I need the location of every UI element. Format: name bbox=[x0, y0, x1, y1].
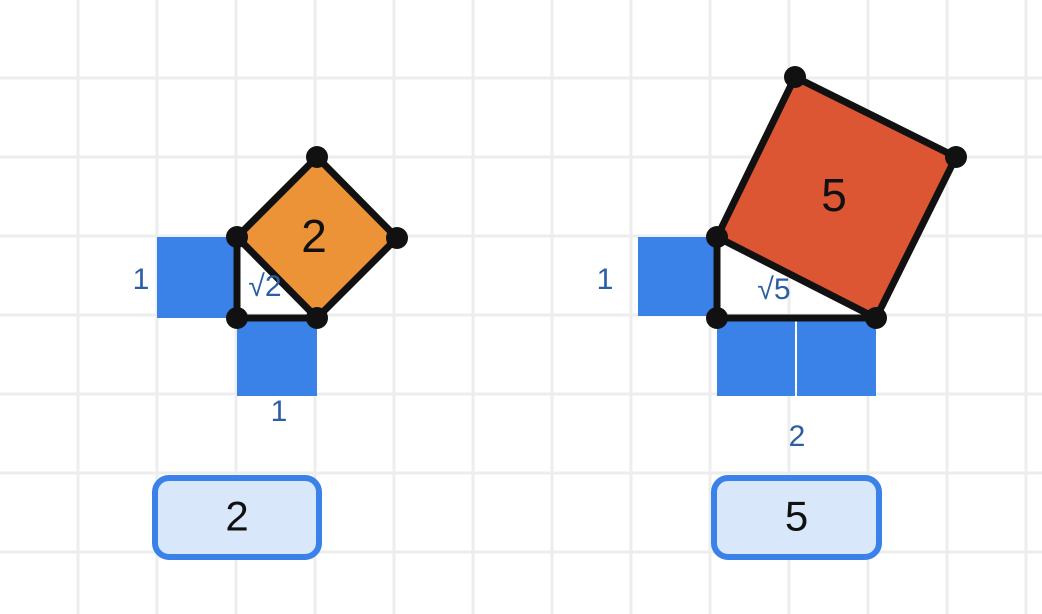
vertex-dot[interactable] bbox=[226, 226, 248, 248]
left-answer-box[interactable]: 2 bbox=[152, 475, 322, 560]
vertex-dot[interactable] bbox=[386, 227, 408, 249]
right-answer-box[interactable]: 5 bbox=[711, 475, 882, 560]
vertex-dot[interactable] bbox=[306, 307, 328, 329]
vertex-dot[interactable] bbox=[784, 66, 806, 88]
vertex-dot[interactable] bbox=[226, 307, 248, 329]
vertex-dot[interactable] bbox=[865, 307, 887, 329]
vertex-dot[interactable] bbox=[706, 307, 728, 329]
left-answer-box-frame[interactable] bbox=[152, 475, 322, 560]
vertex-dot[interactable] bbox=[306, 146, 328, 168]
right-vertical-unit-square[interactable] bbox=[638, 237, 717, 316]
vertex-dot[interactable] bbox=[945, 146, 967, 168]
left-answer-box-value: 2 bbox=[225, 493, 248, 540]
right-answer-box-value: 5 bbox=[785, 493, 808, 540]
left-horizontal-unit-square[interactable] bbox=[237, 318, 317, 396]
vertex-dot[interactable] bbox=[706, 226, 728, 248]
right-horizontal-unit-square-2[interactable] bbox=[797, 318, 876, 396]
right-answer-box-frame[interactable] bbox=[711, 475, 882, 560]
left-vertical-unit-square[interactable] bbox=[157, 237, 237, 318]
right-horizontal-unit-square-1[interactable] bbox=[717, 318, 795, 396]
left-vertex-dots bbox=[226, 146, 408, 329]
right-vertex-dots bbox=[706, 66, 967, 329]
